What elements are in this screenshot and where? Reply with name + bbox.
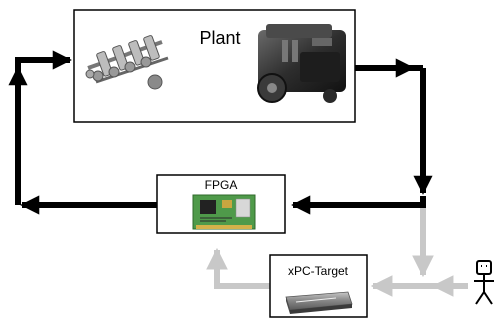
xpc-to-fpga-arrow [206,247,270,289]
xpc-label: xPC-Target [288,264,349,278]
camshaft-icon [85,35,169,90]
main-loop-arrows [8,50,433,215]
fpga-board-icon [192,194,256,230]
monitor-arrows [206,208,468,297]
user-figure-icon [474,260,494,305]
plant-block: Plant [73,9,356,123]
plant-label: Plant [199,28,240,48]
engine-icon [257,24,346,103]
xpc-block: xPC-Target [269,254,368,318]
fpga-label: FPGA [205,178,238,192]
server-box-icon [285,291,353,314]
fpga-block: FPGA [156,174,286,234]
